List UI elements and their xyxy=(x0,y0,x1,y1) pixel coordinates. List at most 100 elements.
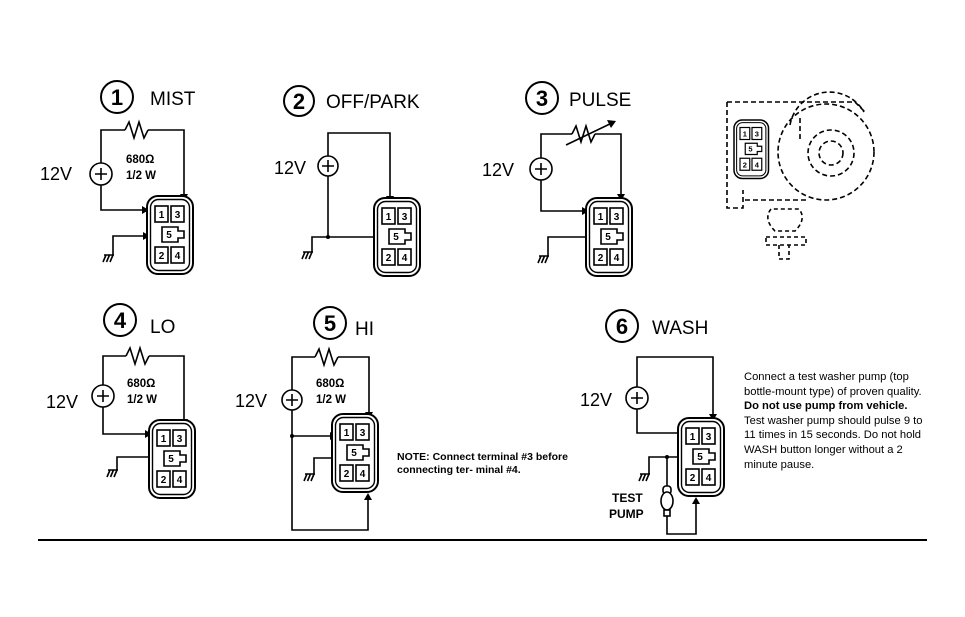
connector: 1 3 5 2 4 xyxy=(331,413,379,493)
svg-text:1: 1 xyxy=(161,434,167,445)
svg-text:4: 4 xyxy=(177,475,183,486)
panel-title: OFF/PARK xyxy=(326,92,420,113)
svg-text:4: 4 xyxy=(114,308,127,333)
voltage-label: 12V xyxy=(235,391,267,411)
svg-text:2: 2 xyxy=(159,251,165,262)
wash-instructions-text: Connect a test washer pump (top bottle-m… xyxy=(744,371,922,398)
svg-text:3: 3 xyxy=(614,212,620,223)
panel-number-badge: 3 xyxy=(525,81,559,115)
svg-text:4: 4 xyxy=(175,251,181,262)
battery-icon xyxy=(281,389,303,411)
panel-number-badge: 6 xyxy=(605,309,639,343)
voltage-label: 12V xyxy=(40,164,72,184)
svg-text:3: 3 xyxy=(706,432,712,443)
svg-text:3: 3 xyxy=(755,130,759,139)
motor-connector: 1 3 5 2 4 xyxy=(733,119,770,180)
svg-text:6: 6 xyxy=(616,314,628,339)
wash-instructions-warning: Do not use pump from vehicle. xyxy=(744,400,908,413)
svg-text:4: 4 xyxy=(614,253,620,264)
battery-icon xyxy=(317,155,339,177)
ground-icon xyxy=(638,473,651,482)
panel-title: PULSE xyxy=(569,90,631,111)
svg-text:2: 2 xyxy=(743,160,747,169)
panel-off-park: 2 OFF/PARK 12V 1 3 5 2 4 xyxy=(274,85,421,277)
svg-text:1: 1 xyxy=(111,85,123,110)
resistor-icon xyxy=(124,119,149,141)
resistor-icon xyxy=(125,345,150,367)
test-pump-label: TEST xyxy=(612,491,643,505)
svg-text:3: 3 xyxy=(360,428,366,439)
connector: 1 3 5 2 4 xyxy=(585,197,633,277)
svg-text:2: 2 xyxy=(690,473,696,484)
wash-instructions: Connect a test washer pump (top bottle-m… xyxy=(744,370,924,472)
variable-resistor-icon xyxy=(565,120,616,146)
panel-number-badge: 5 xyxy=(313,306,347,340)
wash-instructions-text: Test washer pump should pulse 9 to 11 ti… xyxy=(744,414,923,471)
hi-note: NOTE: Connect terminal #3 before connect… xyxy=(397,451,568,476)
ground-icon xyxy=(301,251,314,260)
ground-icon xyxy=(102,254,115,263)
panel-number-badge: 4 xyxy=(103,303,137,337)
svg-text:5: 5 xyxy=(166,230,172,241)
panel-mist: 1 MIST 12V 680Ω 1/2 W 1 3 5 2 4 xyxy=(40,80,196,275)
svg-text:4: 4 xyxy=(706,473,712,484)
svg-text:1: 1 xyxy=(743,130,747,139)
svg-text:3: 3 xyxy=(175,210,181,221)
svg-text:2: 2 xyxy=(344,469,350,480)
connector: 1 3 5 2 4 xyxy=(146,195,194,275)
svg-text:1: 1 xyxy=(598,212,604,223)
panel-lo: 4 LO 12V 680Ω 1/2 W 1 3 5 2 4 xyxy=(46,303,196,499)
voltage-label: 12V xyxy=(46,392,78,412)
connector: 1 3 5 2 4 xyxy=(148,419,196,499)
svg-text:3: 3 xyxy=(177,434,183,445)
svg-text:4: 4 xyxy=(402,253,408,264)
svg-text:2: 2 xyxy=(161,475,167,486)
connector: 1 3 5 2 4 xyxy=(677,417,725,497)
battery-icon xyxy=(529,157,553,181)
ground-icon xyxy=(537,255,550,264)
divider-line xyxy=(38,539,927,541)
connector: 1 3 5 2 4 xyxy=(373,197,421,277)
svg-text:3: 3 xyxy=(402,212,408,223)
panel-title: MIST xyxy=(150,89,196,110)
test-pump-icon xyxy=(660,457,700,535)
ground-icon xyxy=(106,469,119,478)
svg-text:5: 5 xyxy=(393,232,399,243)
svg-text:3: 3 xyxy=(536,86,548,111)
voltage-label: 12V xyxy=(482,160,514,180)
ground-icon xyxy=(303,473,316,482)
resistor-rating: 1/2 W xyxy=(316,394,346,406)
panel-number-badge: 2 xyxy=(283,85,315,117)
svg-text:2: 2 xyxy=(293,89,305,114)
battery-icon xyxy=(91,384,115,408)
svg-text:2: 2 xyxy=(386,253,392,264)
battery-icon xyxy=(89,162,113,186)
voltage-label: 12V xyxy=(580,390,612,410)
svg-text:5: 5 xyxy=(697,452,703,463)
panel-title: WASH xyxy=(652,318,708,339)
panel-title: LO xyxy=(150,317,175,338)
resistor-rating: 1/2 W xyxy=(127,394,157,406)
svg-text:1: 1 xyxy=(386,212,392,223)
wiper-motor-illustration: 1 3 5 2 4 xyxy=(726,91,875,260)
panel-pulse: 3 PULSE 12V 1 3 5 2 4 xyxy=(482,81,633,277)
svg-text:1: 1 xyxy=(159,210,165,221)
svg-text:1: 1 xyxy=(690,432,696,443)
svg-text:5: 5 xyxy=(748,145,752,154)
svg-text:2: 2 xyxy=(598,253,604,264)
panel-hi: 5 HI 12V 680Ω 1/2 W 1 3 5 2 4 xyxy=(235,306,379,531)
panel-number-badge: 1 xyxy=(100,80,134,114)
svg-text:5: 5 xyxy=(605,232,611,243)
voltage-label: 12V xyxy=(274,158,306,178)
svg-text:4: 4 xyxy=(755,160,760,169)
resistor-rating: 1/2 W xyxy=(126,170,156,182)
svg-text:5: 5 xyxy=(324,311,336,336)
svg-text:1: 1 xyxy=(344,428,350,439)
resistor-icon xyxy=(314,346,339,368)
test-pump-label: PUMP xyxy=(609,507,644,521)
resistor-value: 680Ω xyxy=(127,378,155,390)
svg-text:4: 4 xyxy=(360,469,366,480)
svg-text:5: 5 xyxy=(351,448,357,459)
resistor-value: 680Ω xyxy=(316,378,344,390)
